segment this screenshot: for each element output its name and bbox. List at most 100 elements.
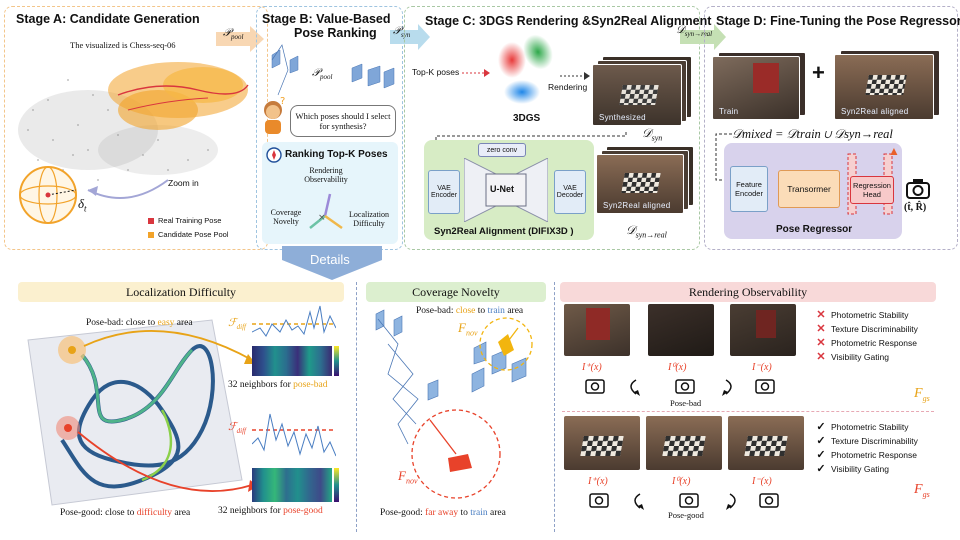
cov-good-h1: far away xyxy=(425,508,459,518)
fdiff-plot-good xyxy=(252,413,336,457)
synth-caption: Synthesized xyxy=(599,113,646,122)
colorbar-good xyxy=(334,468,339,502)
fdiff-label-bad: ℱdiff xyxy=(228,316,246,331)
cov-good-prefix: Pose-good: xyxy=(380,508,426,518)
check-mark-icon: ✓ xyxy=(816,435,826,447)
legend-real-text: Real Training Pose xyxy=(158,216,222,225)
render-good-minus-board xyxy=(744,436,788,456)
axis-left-label: Coverage Novelty xyxy=(270,208,302,226)
delta-label: δt xyxy=(78,196,87,214)
train-caption: Train xyxy=(719,107,739,116)
regression-head-box: Regression Head xyxy=(850,176,894,204)
delta-sub: t xyxy=(84,203,87,214)
fnov-good-main: F xyxy=(398,468,406,483)
fnov-good-sub: nov xyxy=(405,476,418,486)
bad-item-2: ✕Texture Discriminability xyxy=(816,322,918,335)
render-bad-plus xyxy=(564,304,630,356)
fgs-label-good: Fgs xyxy=(914,482,930,499)
stage-b-title: Stage B: Value-Based xyxy=(262,12,391,26)
render-good-plus xyxy=(564,416,640,470)
bad-izero-label: I⁰(x) xyxy=(668,362,687,373)
fnov-label-bad: Fnov xyxy=(458,320,478,338)
loc-good-caption: Pose-good: close to difficulty area xyxy=(60,508,190,518)
syn2real-title: Syn2Real Alignment (DIFIX3D ) xyxy=(434,226,574,237)
pose-output: (t̂, R̂) xyxy=(904,202,927,213)
transformer-text: Transormer xyxy=(787,184,831,194)
legend-real: Real Training Pose xyxy=(148,216,221,225)
d-aligned-board xyxy=(865,75,907,95)
pool-label-main: 𝒫 xyxy=(312,67,320,79)
fdiff-plot-bad xyxy=(252,305,336,337)
unet-label: U-Net xyxy=(490,184,514,194)
cov-bad-caption: Pose-bad: close to train area xyxy=(416,306,523,316)
cov-good-suffix: area xyxy=(487,508,506,518)
pool-label-sub: pool xyxy=(319,73,333,82)
svg-text:?: ? xyxy=(280,96,285,107)
axis-top-label: Rendering Observability xyxy=(304,166,348,184)
good-izero-label: I⁰(x) xyxy=(672,476,691,487)
arrow-c-d-label: 𝒟syn→real xyxy=(676,24,712,38)
divider-2 xyxy=(554,282,555,532)
bad-item-2-text: Texture Discriminability xyxy=(831,323,918,334)
regression-head-text: Regression Head xyxy=(853,181,891,199)
vae-decoder-text: VAE Decoder xyxy=(556,185,584,199)
zero-conv-box: zero conv xyxy=(478,143,526,157)
rendering-header: Rendering Observability xyxy=(560,282,936,302)
arrow-a-b-label: 𝒫pool xyxy=(223,27,243,41)
aligned-image: Syn2Real aligned xyxy=(596,154,684,214)
good-item-2-text: Texture Discriminability xyxy=(831,435,918,446)
pose-bad-label: Pose-bad xyxy=(670,398,702,408)
axis-right-label: Localization Difficulty xyxy=(349,210,389,228)
cov-bad-h1: close xyxy=(455,306,476,316)
render-good-plus-board xyxy=(580,436,624,456)
bad-item-1-text: Photometric Stability xyxy=(831,309,909,320)
good-camera-row xyxy=(589,493,779,510)
cov-bad-prefix: Pose-bad: xyxy=(416,306,456,316)
good-item-4: ✓Visibility Gating xyxy=(816,462,889,475)
x-mark-icon: ✕ xyxy=(816,337,826,349)
render-bad-minus-wall xyxy=(756,310,776,338)
topk-label: Top-K poses xyxy=(412,67,460,77)
syn-sub: syn xyxy=(400,31,411,40)
stage-d-panel xyxy=(704,6,958,250)
localization-header: Localization Difficulty xyxy=(18,282,344,302)
neighbors-good-caption: 32 neighbors for pose-good xyxy=(218,506,323,516)
bad-item-4: ✕Visibility Gating xyxy=(816,350,889,363)
ranking-title: Ranking Top-K Poses xyxy=(285,149,388,160)
vae-encoder-box: VAE Encoder xyxy=(428,170,460,214)
question-text: Which poses should I select for synthesi… xyxy=(295,111,391,131)
bad-iplus-label: I⁺(x) xyxy=(582,362,602,373)
fgs-label-bad: Fgs xyxy=(914,386,930,403)
render-divider xyxy=(562,411,934,412)
point-cloud-visual xyxy=(18,62,249,224)
nb-bad-highlight: pose-bad xyxy=(293,380,328,390)
stage-b-title2: Pose Ranking xyxy=(294,26,377,40)
arrow-b-c xyxy=(390,24,430,50)
trajectory-plot xyxy=(27,319,258,506)
legend-candidate-swatch xyxy=(148,231,154,238)
pool-camera-frustums xyxy=(271,44,395,96)
d-aligned-caption: Syn2Real aligned xyxy=(841,107,909,116)
bad-item-3-text: Photometric Response xyxy=(831,337,917,348)
nb-bad-prefix: 32 neighbors for xyxy=(228,380,294,390)
ranking-box xyxy=(262,142,398,244)
bad-camera-row xyxy=(585,379,775,396)
x-mark-icon: ✕ xyxy=(816,351,826,363)
fnov-label-good: Fnov xyxy=(398,468,418,486)
coverage-header: Coverage Novelty xyxy=(366,282,546,302)
cov-bad-suffix: area xyxy=(504,306,524,316)
coverage-frustums xyxy=(375,309,533,499)
delta-symbol: δ xyxy=(78,196,85,211)
loc-bad-caption: Pose-bad: close to easy area xyxy=(86,318,193,328)
question-bubble: Which poses should I select for synthesi… xyxy=(290,105,396,137)
cd-sub: syn→real xyxy=(684,30,713,39)
render-bad-zero xyxy=(648,304,714,356)
cov-bad-h2: train xyxy=(487,306,505,316)
dout-sub: syn→real xyxy=(635,230,667,240)
feature-encoder-box: Feature Encoder xyxy=(730,166,768,212)
good-item-3-text: Photometric Response xyxy=(831,449,917,460)
bad-item-3: ✕ Photometric Response xyxy=(816,336,917,349)
good-item-4-text: Visibility Gating xyxy=(831,463,889,474)
heatmap-good xyxy=(252,468,332,502)
render-bad-minus xyxy=(730,304,796,356)
